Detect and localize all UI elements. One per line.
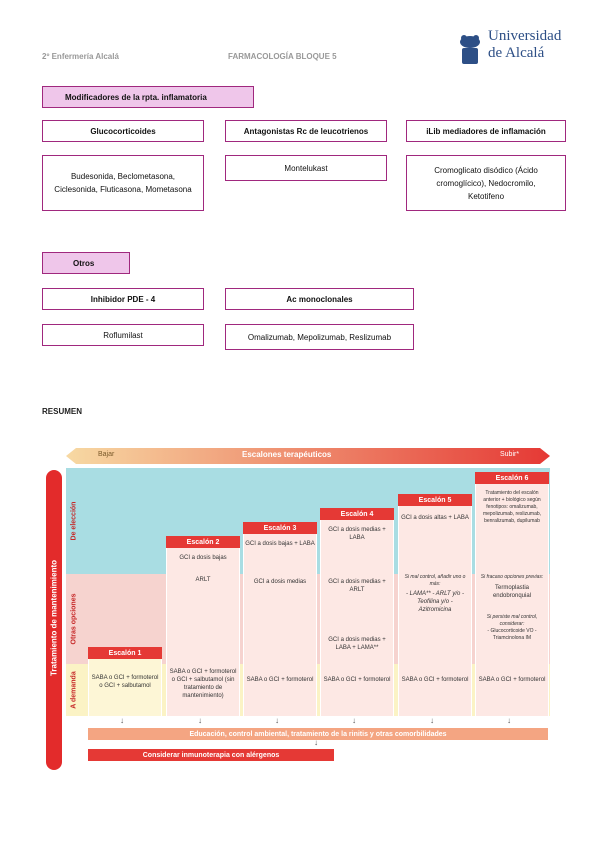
section-title-otros: Otros xyxy=(42,252,130,274)
heading-mediadores: iLib mediadores de inflamación xyxy=(406,120,566,142)
side-bar xyxy=(46,470,62,770)
step6-otras-note2: Si persiste mal control, considerar: xyxy=(486,614,538,627)
step4-eleccion: GCI a dosis medias + LABA xyxy=(328,527,386,541)
header-subject: FARMACOLOGÍA BLOQUE 5 xyxy=(228,52,337,61)
step6-otras2: - Glucocorticoide VO - Triamcinolona IM xyxy=(487,628,537,641)
logo-line1: Universidad xyxy=(488,28,562,44)
resumen-heading: RESUMEN xyxy=(42,407,83,416)
step3-otras: GCI a dosis medias xyxy=(253,579,307,585)
step3-eleccion: GCI a dosis bajas + LABA xyxy=(245,541,315,547)
row-label-demanda: A demanda xyxy=(70,671,78,709)
body-mediadores: Cromoglicato disódico (Ácido cromoglícic… xyxy=(406,155,566,211)
step4-otras2: GCI a dosis medias + LABA + LAMA** xyxy=(328,637,386,651)
arrow-bajar: Bajar xyxy=(98,451,115,458)
heading-monoclonales: Ac monoclonales xyxy=(225,288,414,310)
down-arrow-icon: ↓ xyxy=(275,716,279,725)
down-arrow-icon: ↓ xyxy=(120,716,124,725)
step6-eleccion: Tratamiento del escalón anterior + bioló… xyxy=(482,490,542,524)
university-logo: Universidad de Alcalá xyxy=(488,28,561,62)
body-monoclonales: Omalizumab, Mepolizumab, Reslizumab xyxy=(225,324,414,350)
row-label-eleccion: De elección xyxy=(70,501,78,541)
education-bar: Educación, control ambiental, tratamient… xyxy=(88,728,548,740)
body-antileucotrienos: Montelukast xyxy=(225,155,387,181)
down-arrow-icon: ↓ xyxy=(430,716,434,725)
step2-eleccion: GCI a dosis bajas xyxy=(179,555,227,561)
step3-label: Escalón 3 xyxy=(243,522,317,534)
col-step2 xyxy=(166,548,240,716)
step5-label: Escalón 5 xyxy=(398,494,472,506)
down-arrow-icon: ↓ xyxy=(352,716,356,725)
step6-demanda: SABA o GCI + formoterol xyxy=(478,677,546,683)
down-arrow-icon: ↓ xyxy=(507,716,511,725)
heading-pde4: Inhibidor PDE - 4 xyxy=(42,288,204,310)
col-step6 xyxy=(475,484,549,716)
heading-antileucotrienos: Antagonistas Rc de leucotrienos xyxy=(225,120,387,142)
immunotherapy-bar: Considerar inmunoterapia con alérgenos xyxy=(88,749,334,761)
step2-otras: ARLT xyxy=(195,577,211,583)
body-pde4: Roflumilast xyxy=(42,324,204,346)
header-course: 2º Enfermería Alcalá xyxy=(42,52,119,61)
body-glucocorticoides: Budesonida, Beclometasona, Ciclesonida, … xyxy=(42,155,204,211)
asthma-steps-diagram: Bajar Escalones terapéuticos Subir* Trat… xyxy=(42,440,562,780)
down-arrow-icon: ↓ xyxy=(198,716,202,725)
arrow-subir: Subir* xyxy=(500,451,520,458)
arrow-title: Escalones terapéuticos xyxy=(242,450,332,459)
down-arrow-icon: ↓ xyxy=(314,738,318,747)
col-step3 xyxy=(243,534,317,716)
step2-label: Escalón 2 xyxy=(166,536,240,548)
col-step1 xyxy=(88,658,162,716)
logo-line2: de Alcalá xyxy=(488,45,545,61)
step4-label: Escalón 4 xyxy=(320,508,394,520)
heading-glucocorticoides: Glucocorticoides xyxy=(42,120,204,142)
col-step4 xyxy=(320,520,394,716)
step6-otras-note: Si fracaso opciones previas: xyxy=(480,574,544,580)
therapeutic-steps-arrow xyxy=(66,448,550,464)
step4-otras: GCI a dosis medias + ARLT xyxy=(328,579,386,593)
step6-otras: Termoplastia endobronquial xyxy=(492,585,532,599)
col-step5 xyxy=(398,506,472,716)
row-label-otras: Otras opciones xyxy=(70,593,78,645)
step1-label: Escalón 1 xyxy=(88,647,162,659)
side-title: Tratamiento de mantenimiento xyxy=(49,559,59,677)
step6-label: Escalón 6 xyxy=(475,472,549,484)
section-title-inflammatory: Modificadores de la rpta. inflamatoria xyxy=(42,86,254,108)
step2-demanda: SABA o GCI + formoterol o GCI + salbutam… xyxy=(169,669,237,699)
step5-otras: - LAMA** - ARLT y/o - Teofilina y/o - Az… xyxy=(405,591,464,613)
step5-eleccion: GCI a dosis altas + LABA xyxy=(401,515,469,521)
step4-demanda: SABA o GCI + formoterol xyxy=(323,677,391,683)
step3-demanda: SABA o GCI + formoterol xyxy=(246,677,314,683)
step5-demanda: SABA o GCI + formoterol xyxy=(401,677,469,683)
step1-demanda: SABA o GCI + formoterol o GCI + salbutam… xyxy=(91,675,159,689)
university-crest-icon xyxy=(460,35,480,64)
step5-otras-note: Si mal control, añadir uno o más: xyxy=(404,574,466,587)
